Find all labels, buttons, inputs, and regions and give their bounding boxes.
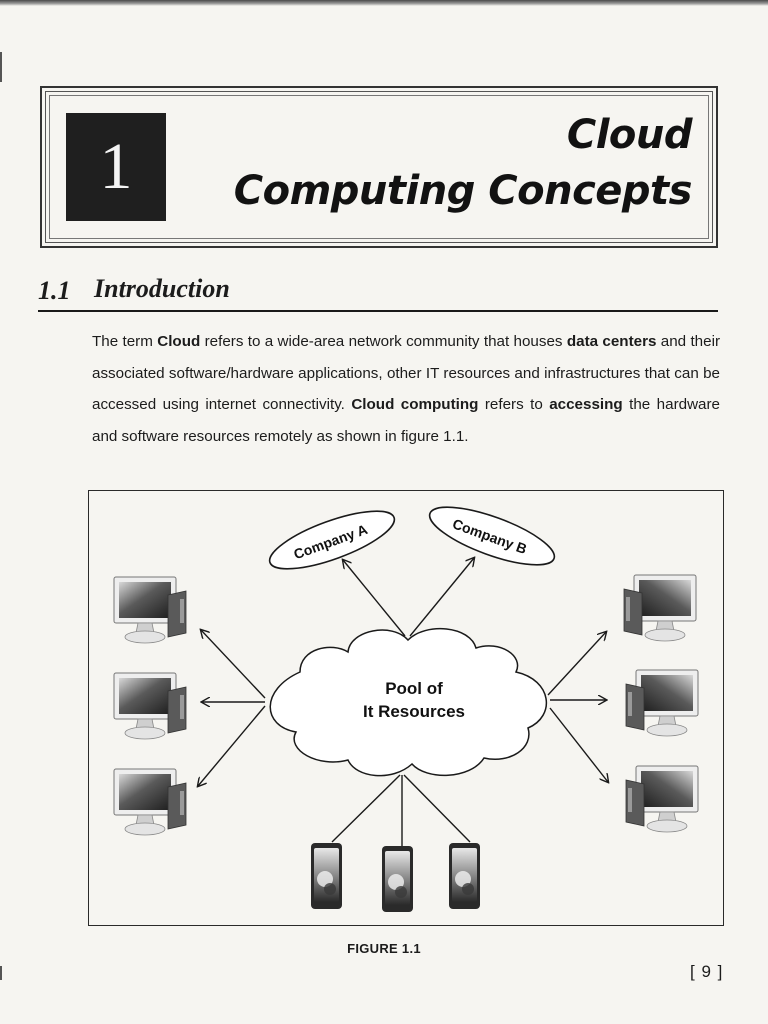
company-b-bubble: Company B	[428, 506, 556, 566]
para-bold-term: accessing	[549, 396, 623, 413]
figure-frame	[88, 490, 724, 926]
cloud-label-line1: Pool of	[385, 679, 443, 698]
mobile-phone-icon	[382, 846, 413, 912]
desktop-computer-icon	[113, 768, 187, 836]
desktop-computer-icon	[113, 672, 187, 740]
arrow-to-pc	[549, 707, 608, 782]
para-text: and their associated software/hardware a…	[92, 333, 721, 413]
page-number: [ 9 ]	[690, 962, 724, 981]
connector-to-phone	[331, 774, 401, 843]
para-text: refers to	[478, 396, 550, 413]
cloud-shape	[269, 627, 548, 777]
para-bold-term: Cloud	[157, 333, 201, 350]
section-title: Introduction	[94, 274, 230, 303]
intro-paragraph: The term Cloud refers to a wide-area net…	[92, 326, 720, 452]
chapter-title-line2: Computing Concepts	[233, 168, 693, 214]
page-edge-mark	[0, 52, 2, 82]
section-number: 1.1	[38, 276, 71, 305]
para-text: The term	[92, 333, 158, 350]
desktop-computer-icon	[113, 576, 187, 644]
arrow-to-company-b	[409, 558, 474, 637]
para-bold-term: Cloud computing	[351, 396, 479, 413]
arrow-to-company-a	[343, 560, 406, 637]
mobile-phone-icon	[311, 843, 342, 909]
arrow-to-pc	[198, 705, 266, 786]
arrow-to-pc	[201, 630, 266, 699]
para-text: refers to a wide-area network community …	[200, 333, 567, 350]
page-top-shadow	[0, 0, 768, 6]
figure-caption: FIGURE 1.1	[347, 941, 421, 956]
chapter-title-line1: Cloud	[566, 112, 693, 158]
desktop-computer-icon	[625, 765, 699, 833]
cloud-label-line2: It Resources	[363, 702, 465, 721]
chapter-header-frame	[40, 86, 718, 248]
mobile-phone-icon	[449, 843, 480, 909]
para-text: the hardware and software resources remo…	[92, 396, 720, 445]
desktop-computer-icon	[623, 574, 697, 642]
section-heading: 1.1 Introduction	[38, 274, 718, 312]
arrow-to-pc	[547, 632, 606, 696]
chapter-number: 1	[66, 113, 166, 221]
para-bold-term: data centers	[566, 333, 657, 350]
desktop-computer-icon	[625, 669, 699, 737]
connector-to-phone	[403, 774, 471, 843]
page-edge-mark	[0, 966, 2, 980]
company-a-bubble: Company A	[268, 510, 396, 570]
